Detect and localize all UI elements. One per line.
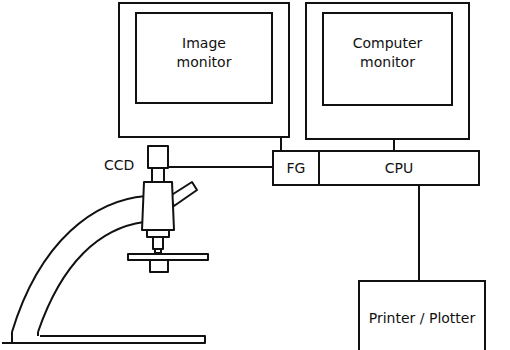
cpu-box: CPU — [318, 150, 480, 186]
node-text: FG — [287, 159, 306, 178]
frame-grabber-box: FG — [272, 150, 320, 186]
computer-monitor: Computer monitor — [305, 2, 470, 140]
camera-cable — [168, 166, 272, 168]
connector-line — [281, 138, 282, 150]
connector-line — [419, 186, 420, 280]
node-text: CPU — [385, 159, 413, 178]
printer-box: Printer / Plotter — [358, 280, 486, 350]
node-text: Printer / Plotter — [369, 309, 475, 328]
node-text: Image monitor — [161, 34, 247, 72]
image-monitor: Image monitor — [118, 2, 290, 138]
connector-line — [394, 140, 395, 150]
monitor-screen: Computer monitor — [322, 12, 453, 106]
ccd-label: CCD — [104, 157, 134, 174]
monitor-screen: Image monitor — [135, 12, 273, 104]
node-text: Computer monitor — [345, 34, 431, 72]
